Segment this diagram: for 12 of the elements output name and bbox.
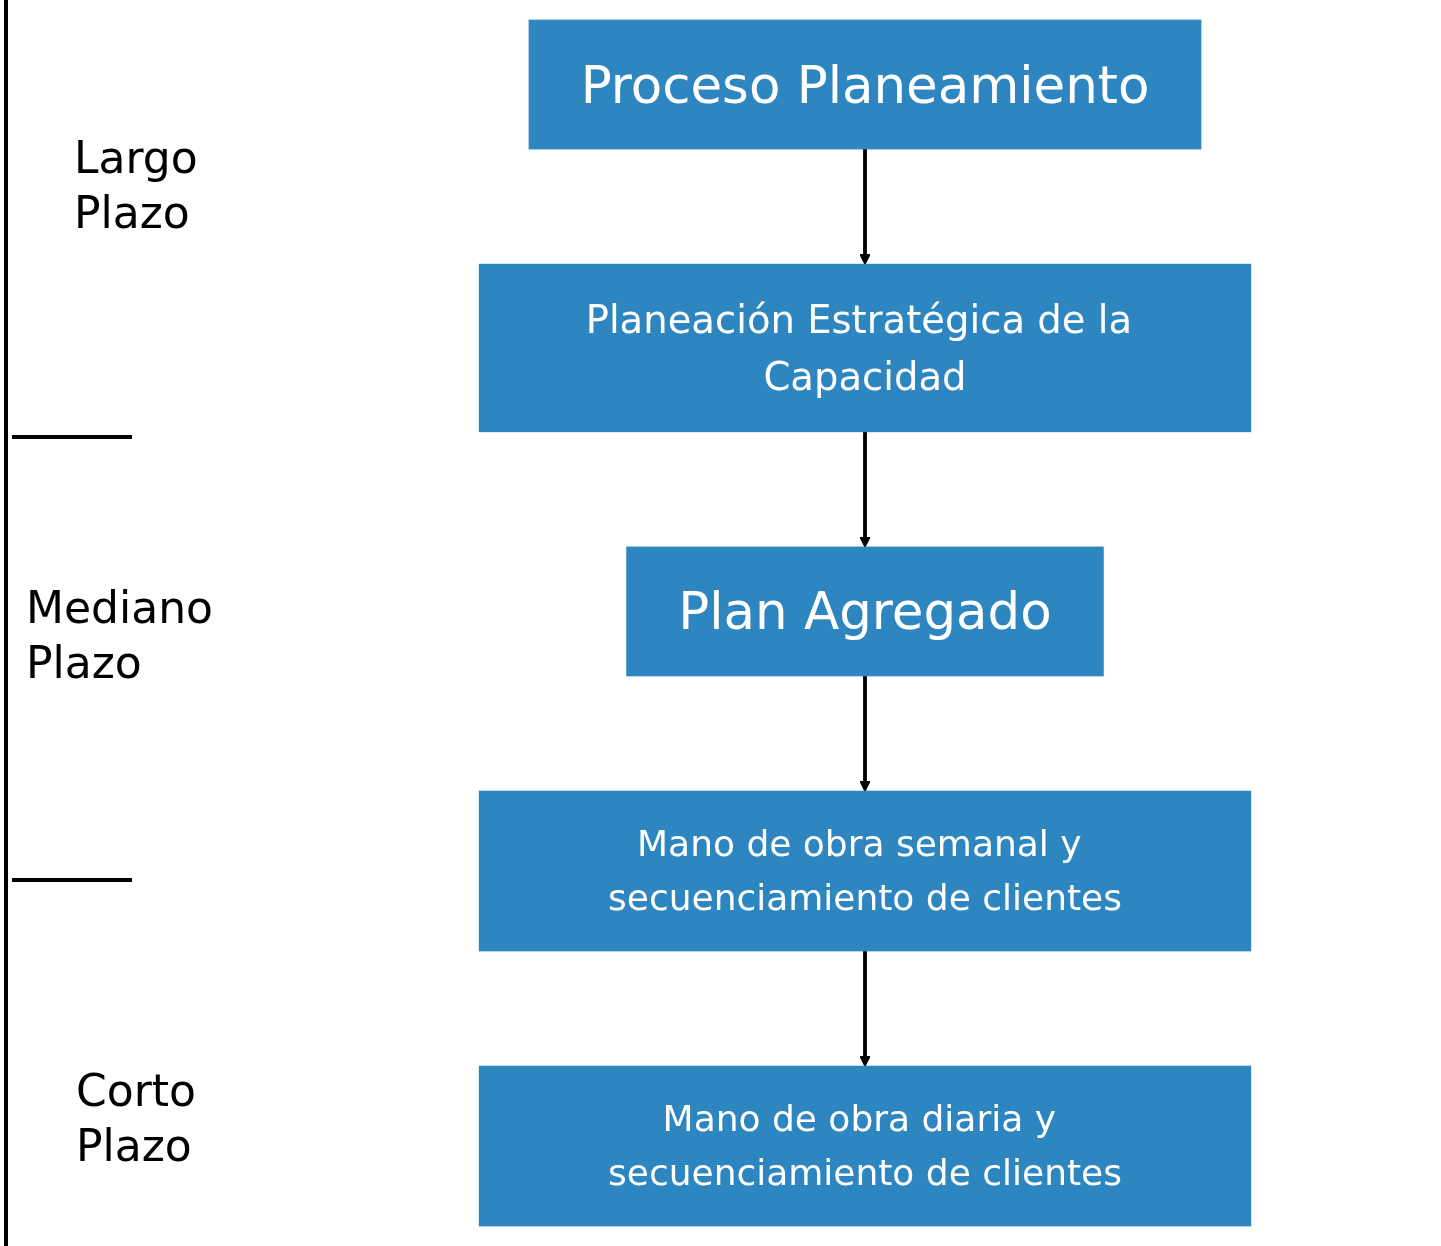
time-horizon-label: Largo Plazo	[74, 131, 199, 240]
time-horizon-label: Corto Plazo	[76, 1064, 197, 1173]
time-horizon-label: Mediano Plazo	[26, 581, 214, 690]
node-box: Proceso Planeamiento	[528, 19, 1202, 150]
arrow	[859, 950, 871, 1067]
arrow	[859, 675, 871, 792]
arrow	[859, 431, 871, 548]
node-box: Mano de obra semanal y secuenciamiento de clientes	[478, 790, 1252, 952]
node-box: Planeación Estratégica de la Capacidad	[478, 263, 1252, 433]
node-box: Plan Agregado	[626, 546, 1104, 677]
node-box: Mano de obra diaria y secuenciamiento de clientes	[478, 1065, 1252, 1227]
arrow	[859, 148, 871, 265]
